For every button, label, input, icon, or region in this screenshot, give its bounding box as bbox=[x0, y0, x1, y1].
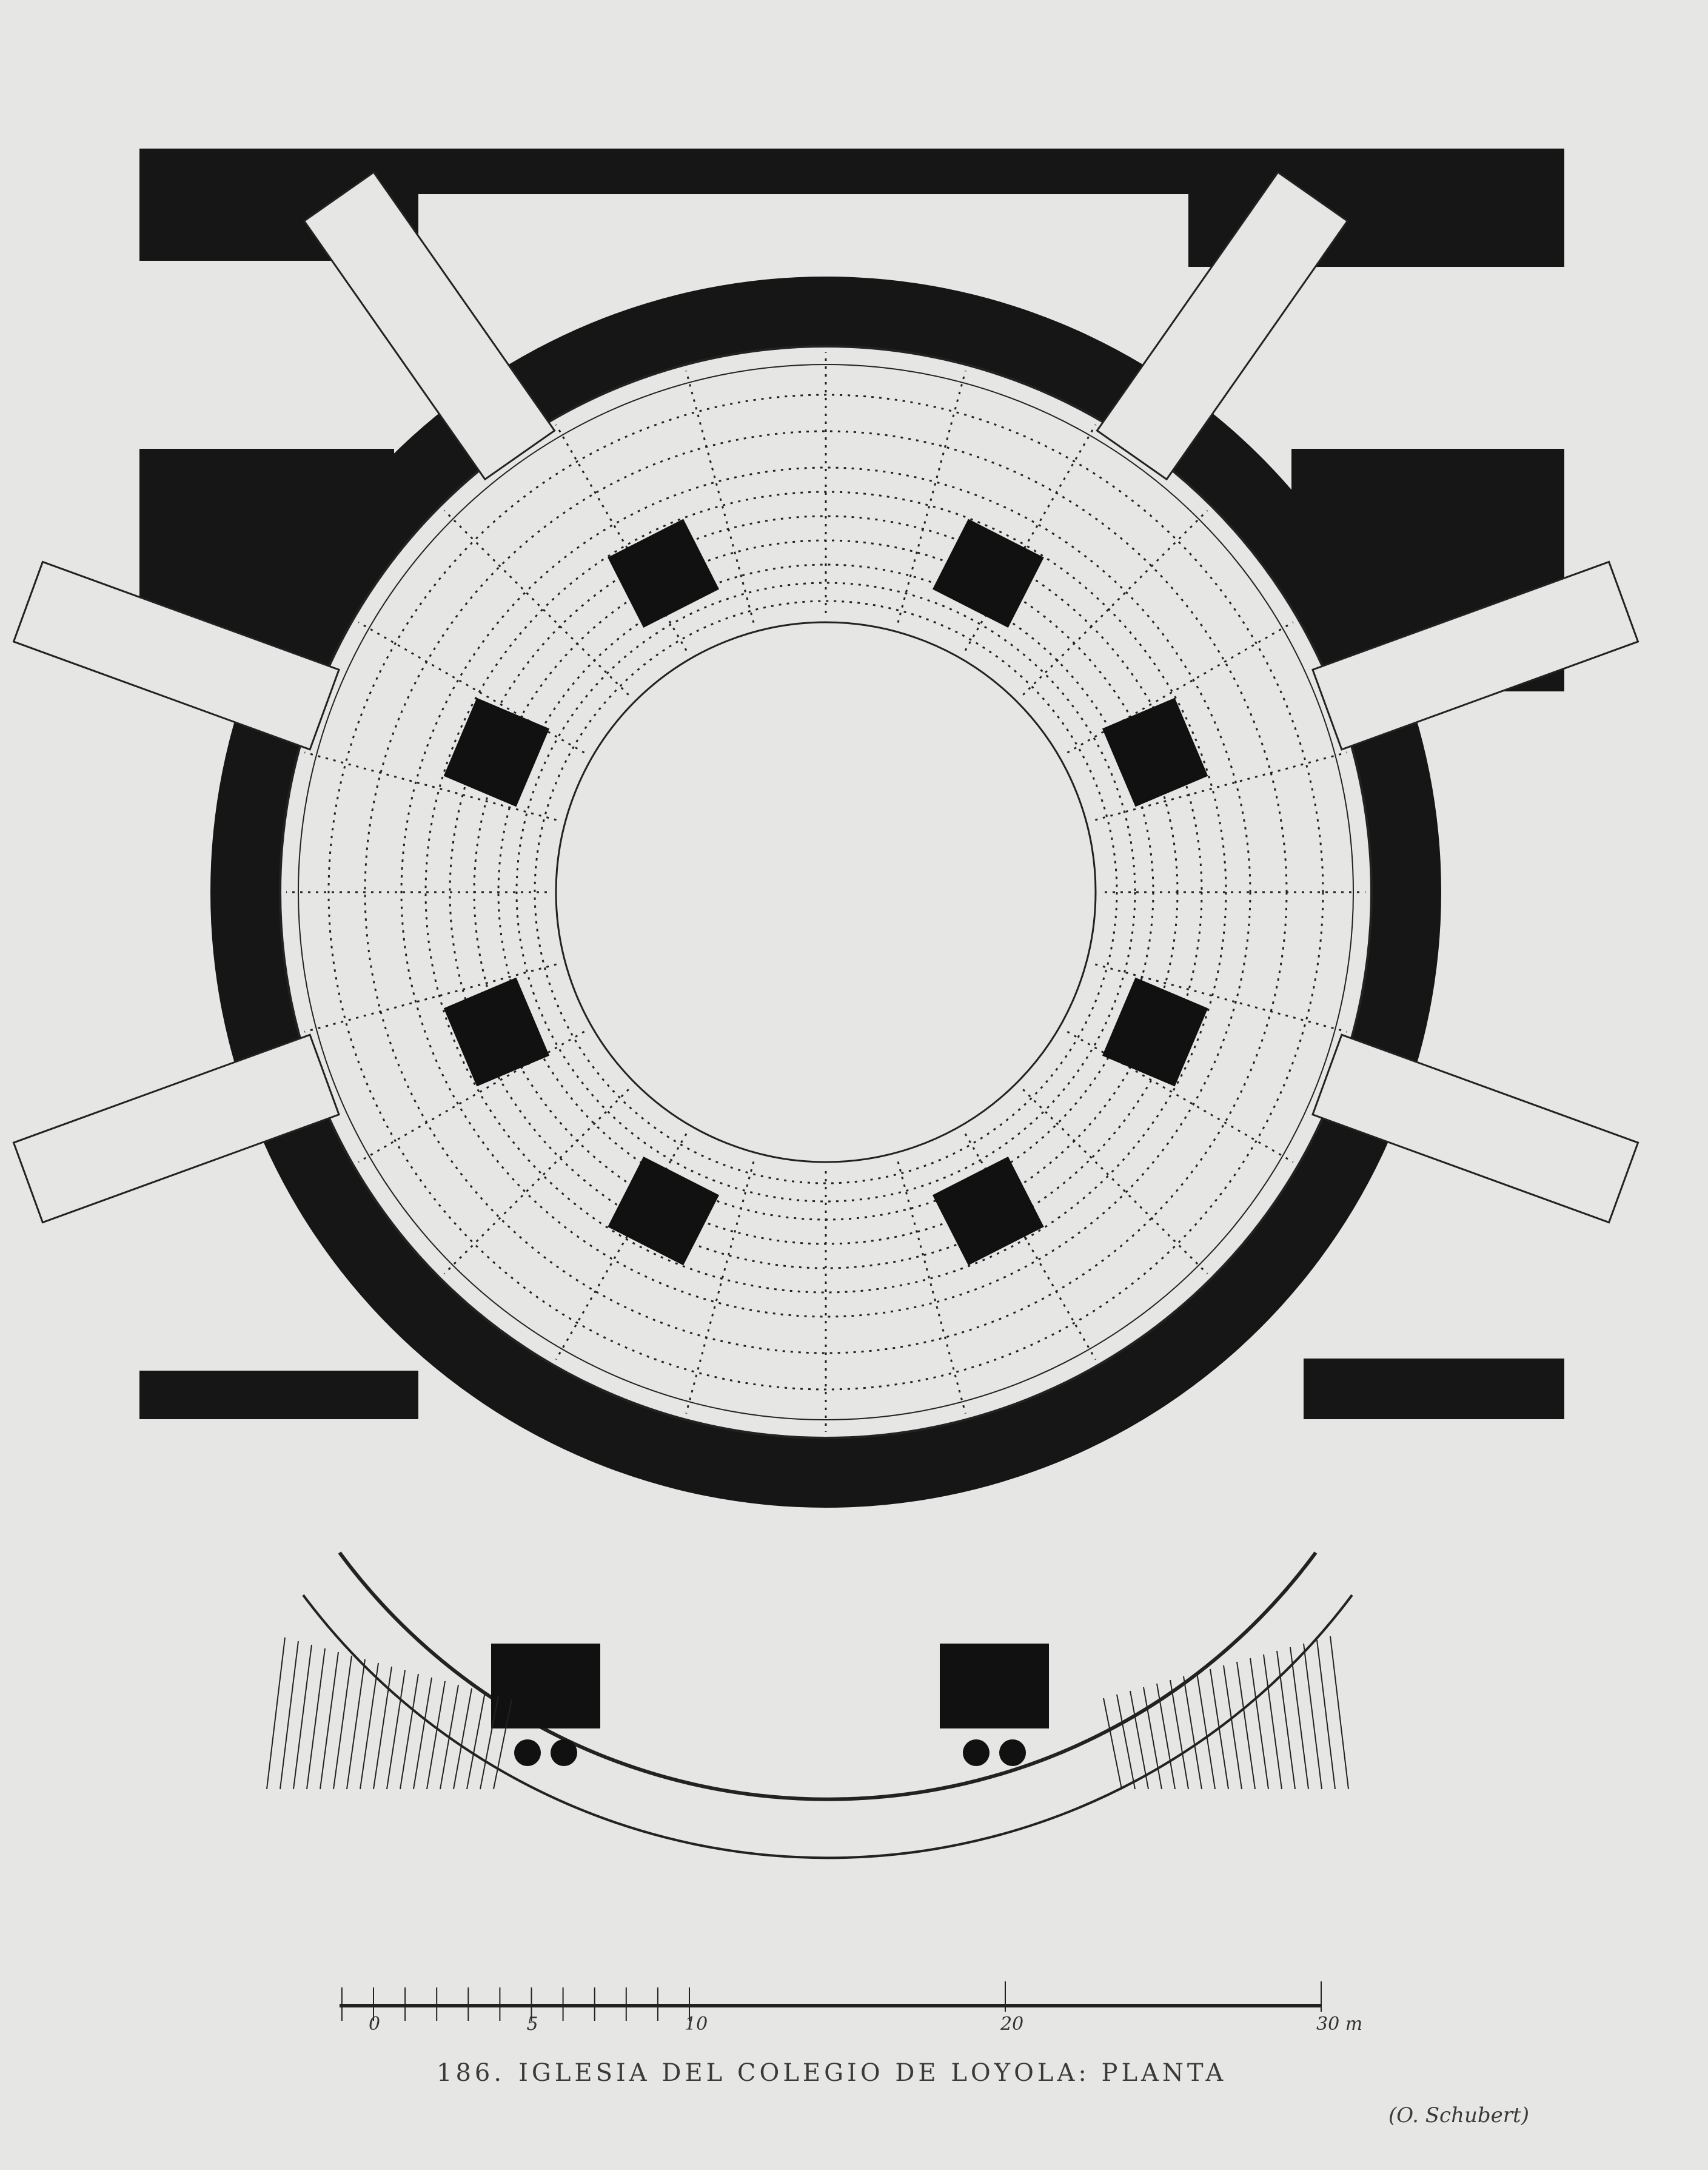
stair-line bbox=[1156, 1683, 1176, 1790]
passage bbox=[1311, 560, 1639, 751]
stair-line bbox=[360, 1662, 379, 1790]
column bbox=[963, 1739, 990, 1766]
stair-line bbox=[333, 1655, 352, 1790]
column bbox=[999, 1739, 1026, 1766]
dotted-ring bbox=[327, 394, 1324, 1391]
stair-line bbox=[1130, 1690, 1149, 1790]
stair-line bbox=[1330, 1636, 1349, 1790]
dotted-ring bbox=[515, 582, 1136, 1203]
scale-label: 5 bbox=[526, 2014, 538, 2035]
pier bbox=[1102, 977, 1208, 1087]
pier bbox=[1102, 697, 1208, 807]
stair-line bbox=[306, 1648, 326, 1790]
stair-line bbox=[480, 1695, 499, 1790]
piers bbox=[443, 519, 1208, 1266]
stair-line bbox=[293, 1644, 312, 1790]
stair-line bbox=[346, 1659, 366, 1790]
pier bbox=[608, 1156, 720, 1266]
pier bbox=[443, 697, 550, 807]
passage-opening bbox=[12, 1033, 340, 1224]
stair-line bbox=[386, 1670, 406, 1790]
stair-line bbox=[1103, 1698, 1122, 1790]
scale-label: 20 bbox=[1000, 2014, 1024, 2035]
stair-line bbox=[400, 1673, 419, 1790]
stair-line bbox=[373, 1666, 392, 1790]
stair-line bbox=[1210, 1668, 1229, 1790]
column bbox=[514, 1739, 541, 1766]
dotted-ring bbox=[400, 466, 1251, 1318]
passage-opening bbox=[12, 560, 340, 751]
passage bbox=[1096, 170, 1349, 481]
porch-step bbox=[302, 1594, 1353, 1859]
passage-opening bbox=[1311, 1033, 1639, 1224]
pier bbox=[932, 1156, 1044, 1266]
left-lower-block bbox=[139, 1371, 418, 1419]
stair-line bbox=[266, 1637, 286, 1790]
porch-pier bbox=[940, 1644, 1049, 1728]
stair-line bbox=[1183, 1676, 1202, 1790]
figure-credit: (O. Schubert) bbox=[1388, 2103, 1529, 2128]
rotunda bbox=[210, 277, 1441, 1508]
stair-line bbox=[1116, 1694, 1136, 1790]
passage-opening bbox=[1096, 170, 1349, 481]
figure-number: 186. bbox=[437, 2059, 506, 2087]
stair-line bbox=[466, 1691, 486, 1790]
stair-line bbox=[320, 1651, 339, 1790]
pier bbox=[932, 519, 1044, 628]
passage-opening bbox=[1311, 560, 1639, 751]
scale-label: 0 bbox=[369, 2014, 381, 2035]
scale-bar bbox=[340, 1981, 1322, 2021]
inner-ring-edge bbox=[298, 364, 1354, 1420]
dotted-ring bbox=[534, 600, 1118, 1184]
stair-line bbox=[440, 1684, 459, 1790]
entrance-porch bbox=[266, 1551, 1353, 1859]
porch-pier bbox=[491, 1644, 600, 1728]
figure-title: IGLESIA DEL COLEGIO DE LOYOLA: PLANTA bbox=[518, 2059, 1227, 2087]
stair-line bbox=[1170, 1679, 1189, 1790]
porch-arc bbox=[338, 1551, 1318, 1801]
stair-line bbox=[453, 1688, 472, 1790]
scale-label: 30 m bbox=[1316, 2014, 1363, 2035]
central-space bbox=[555, 621, 1097, 1163]
stair-line bbox=[1196, 1672, 1216, 1790]
stair-line bbox=[1250, 1658, 1269, 1790]
figure-caption: 186. IGLESIA DEL COLEGIO DE LOYOLA: PLANT… bbox=[437, 2059, 1240, 2087]
passage bbox=[303, 170, 556, 481]
stair-line bbox=[1223, 1665, 1242, 1790]
stair-line bbox=[1263, 1654, 1282, 1790]
pier bbox=[608, 519, 720, 628]
stair-line bbox=[1143, 1687, 1162, 1790]
stair-line bbox=[280, 1641, 299, 1790]
stair-line bbox=[1276, 1650, 1296, 1790]
stair-line bbox=[493, 1699, 512, 1790]
passage bbox=[1311, 1033, 1639, 1224]
passage bbox=[12, 560, 340, 751]
pier bbox=[443, 977, 550, 1087]
stair-line bbox=[1236, 1661, 1256, 1790]
stair-line bbox=[1316, 1639, 1336, 1790]
dotted-ring bbox=[424, 491, 1227, 1294]
stair-line bbox=[426, 1681, 446, 1790]
stair-line bbox=[1303, 1643, 1322, 1790]
stair-line bbox=[413, 1677, 432, 1790]
scale-label: 10 bbox=[685, 2014, 708, 2035]
right-lower-block bbox=[1304, 1359, 1564, 1419]
diagonal-passages bbox=[12, 170, 1639, 1224]
passage-opening bbox=[303, 170, 556, 481]
column bbox=[551, 1739, 577, 1766]
passage bbox=[12, 1033, 340, 1224]
stair-line bbox=[1290, 1647, 1309, 1790]
